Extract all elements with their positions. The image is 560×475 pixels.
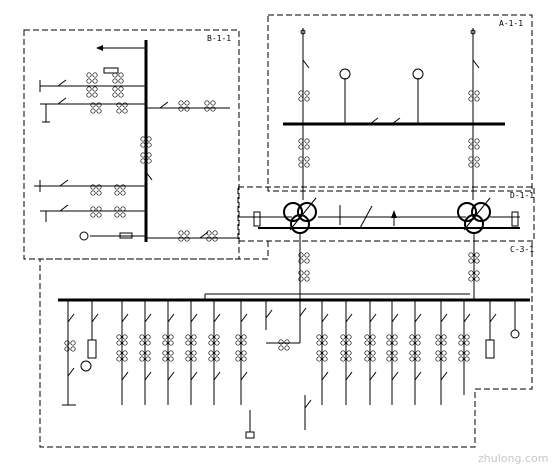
ct-symbol-icon <box>178 100 190 112</box>
ct-symbol-icon <box>140 152 152 164</box>
c31-motor-icon <box>80 360 92 372</box>
b11-feeder-3 <box>34 179 146 192</box>
ct-symbol-icon <box>112 86 124 98</box>
ct-symbol-icon <box>178 230 190 242</box>
c31-feeders-right <box>321 300 520 405</box>
section-d11-transformers <box>238 197 520 300</box>
label-d11: D-1-1 <box>510 191 534 200</box>
ct-symbol-icon <box>298 90 310 102</box>
ct-symbol-icon <box>409 350 421 362</box>
ct-symbol-icon <box>162 334 174 346</box>
ct-symbol-icon <box>116 102 128 114</box>
ct-symbol-icon <box>139 350 151 362</box>
ct-symbol-icon <box>386 350 398 362</box>
frame-b11 <box>23 29 240 260</box>
current-transformer-symbols <box>64 72 480 362</box>
ct-symbol-icon <box>458 334 470 346</box>
ct-symbol-icon <box>468 252 480 264</box>
label-a11: A-1-1 <box>499 19 523 28</box>
label-c31: C-3-1 <box>510 245 534 254</box>
frame-c31 <box>39 241 533 448</box>
section-a11-switchgear <box>283 28 505 200</box>
ct-symbol-icon <box>90 206 102 218</box>
a11-pt-right-icon <box>412 68 424 80</box>
ct-symbol-icon <box>386 334 398 346</box>
ct-symbol-icon <box>235 350 247 362</box>
ct-symbol-icon <box>364 334 376 346</box>
ct-symbol-icon <box>206 230 218 242</box>
ct-symbol-icon <box>435 350 447 362</box>
ct-symbol-icon <box>116 334 128 346</box>
ct-symbol-icon <box>316 350 328 362</box>
ct-symbol-icon <box>112 72 124 84</box>
watermark: zhulong.com <box>478 452 548 465</box>
b11-feeder-2 <box>40 97 146 123</box>
ct-symbol-icon <box>340 350 352 362</box>
ct-symbol-icon <box>298 156 310 168</box>
ct-symbol-icon <box>340 334 352 346</box>
ct-symbol-icon <box>208 334 220 346</box>
ct-symbol-icon <box>468 90 480 102</box>
ct-symbol-icon <box>86 86 98 98</box>
ct-symbol-icon <box>116 350 128 362</box>
ct-symbol-icon <box>208 350 220 362</box>
ct-symbol-icon <box>90 184 102 196</box>
ct-symbol-icon <box>86 72 98 84</box>
ct-symbol-icon <box>468 270 480 282</box>
a11-pt-left-icon <box>339 68 351 80</box>
b11-feeder-4 <box>40 204 146 222</box>
ct-symbol-icon <box>468 138 480 150</box>
ct-symbol-icon <box>185 350 197 362</box>
ct-symbol-icon <box>139 334 151 346</box>
ct-symbol-icon <box>364 350 376 362</box>
ct-symbol-icon <box>298 252 310 264</box>
b11-incoming-arrow-icon <box>96 45 103 51</box>
ct-symbol-icon <box>458 350 470 362</box>
ct-symbol-icon <box>185 334 197 346</box>
label-b11: B-1-1 <box>207 34 231 43</box>
b11-feeder-1 <box>39 67 146 92</box>
ct-symbol-icon <box>114 206 126 218</box>
frame-d11 <box>237 186 535 242</box>
transformer-left-icon <box>283 197 317 234</box>
ct-symbol-icon <box>468 156 480 168</box>
ct-symbol-icon <box>298 270 310 282</box>
ct-symbol-icon <box>316 334 328 346</box>
ct-symbol-icon <box>235 334 247 346</box>
frame-a11 <box>267 14 533 192</box>
ct-symbol-icon <box>114 184 126 196</box>
d11-arrow-icon <box>391 210 397 218</box>
ct-symbol-icon <box>298 138 310 150</box>
section-c31-distribution <box>58 293 530 439</box>
ct-symbol-icon <box>278 339 290 351</box>
ct-symbol-icon <box>204 100 216 112</box>
ct-symbol-icon <box>140 136 152 148</box>
ct-symbol-icon <box>64 340 76 352</box>
section-b11-switchgear <box>34 40 240 242</box>
boundary-frames <box>23 14 535 448</box>
ct-symbol-icon <box>409 334 421 346</box>
c31-feeders-left <box>67 300 273 405</box>
b11-motor-icon <box>79 231 89 241</box>
ct-symbol-icon <box>162 350 174 362</box>
b11-feeder-5 <box>79 231 146 241</box>
ct-symbol-icon <box>90 102 102 114</box>
ct-symbol-icon <box>435 334 447 346</box>
